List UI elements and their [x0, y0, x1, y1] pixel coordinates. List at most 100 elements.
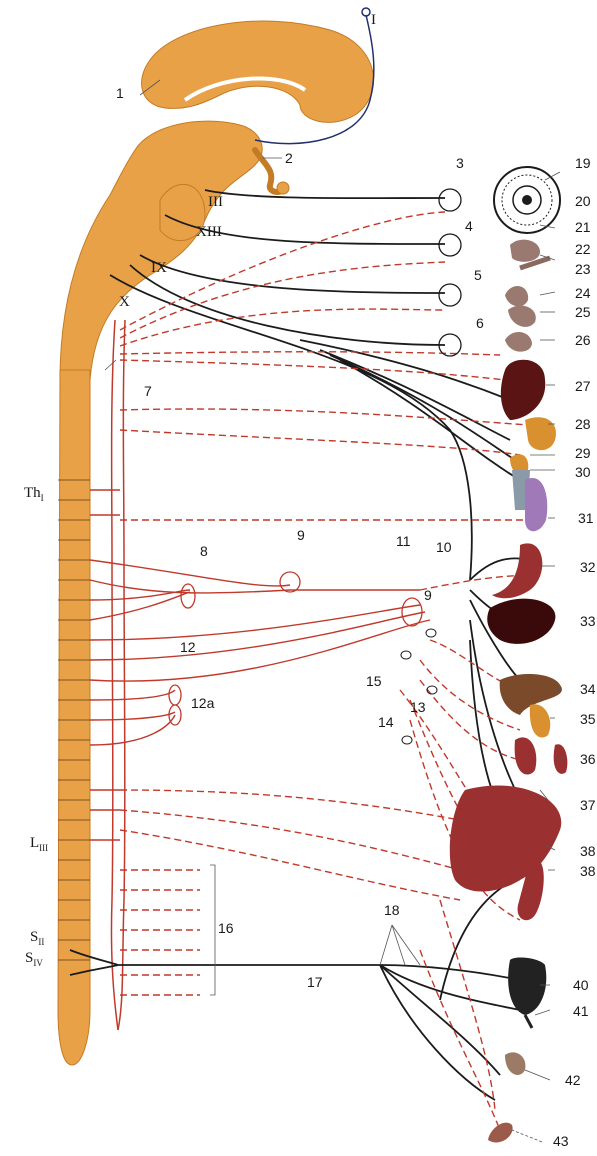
label-26: 26 [575, 332, 591, 348]
label-18: 18 [384, 902, 400, 918]
label-cn-XIII: XIII [196, 224, 222, 240]
label-cn-IX: IX [151, 260, 167, 276]
lungs [525, 478, 547, 531]
label-28: 28 [575, 416, 591, 432]
cerebral-hemisphere [142, 21, 374, 122]
label-29: 29 [575, 445, 591, 461]
stomach [492, 543, 542, 598]
brainstem [60, 121, 262, 380]
genital-organ [488, 1123, 513, 1143]
label-9b: 9 [424, 587, 432, 603]
sublingual-gland [505, 332, 532, 352]
label-38: 38 [580, 843, 596, 859]
cn-IX-fiber [140, 255, 445, 293]
label-21: 21 [575, 219, 591, 235]
otic-ganglion [439, 284, 461, 306]
bladder [508, 958, 546, 1015]
label-20: 20 [575, 193, 591, 209]
label-3: 3 [456, 155, 464, 171]
label-14: 14 [378, 714, 394, 730]
label-s4: SIV [25, 950, 43, 968]
label-42: 42 [565, 1072, 581, 1088]
label-23: 23 [575, 261, 591, 277]
kidney-right [554, 744, 568, 774]
aorticorenal-ganglion [169, 685, 181, 705]
label-11: 11 [396, 533, 411, 549]
spinal-cord [58, 370, 90, 1065]
pelvic-branch-3 [380, 965, 500, 1075]
ciliary-ganglion [439, 189, 461, 211]
label-2: 2 [285, 150, 293, 166]
label-5: 5 [474, 267, 482, 283]
central-nervous-system [58, 8, 374, 1065]
larynx [525, 417, 556, 450]
label-40: 40 [573, 977, 589, 993]
solid-preganglionic [90, 490, 430, 840]
label-25: 25 [575, 304, 591, 320]
label-27: 27 [575, 378, 591, 394]
celiac-ganglion [181, 584, 195, 608]
ganglion-9 [280, 572, 300, 592]
sympathetic-trunk-right [118, 320, 125, 1030]
label-9: 9 [297, 527, 305, 543]
label-s2: SII [30, 929, 44, 947]
ganglion-11 [402, 598, 422, 626]
label-43: 43 [553, 1133, 569, 1149]
label-24: 24 [575, 285, 591, 301]
gallbladder [530, 704, 551, 737]
lacrimal-gland [510, 240, 540, 262]
dashed-postganglionic [120, 212, 540, 1130]
label-8: 8 [200, 543, 208, 559]
label-cn-III: III [208, 194, 223, 210]
pituitary-gland [277, 182, 289, 194]
label-17: 17 [307, 974, 323, 990]
label-13: 13 [410, 699, 426, 715]
label-7: 7 [144, 383, 152, 399]
label-35: 35 [580, 711, 596, 727]
label-cn-X: X [119, 294, 130, 310]
parasympathetic-fibers [70, 190, 540, 1100]
label-15: 15 [366, 673, 382, 689]
label-6: 6 [476, 315, 484, 331]
label-37: 37 [580, 797, 596, 813]
parotid-gland [505, 286, 528, 306]
prostate [505, 1052, 525, 1075]
pelvic-branch-4 [380, 965, 495, 1100]
cn-III-fiber [205, 190, 445, 198]
label-19: 19 [575, 155, 591, 171]
organs [450, 167, 568, 1142]
heart [501, 360, 545, 420]
label-l3: LIII [30, 835, 48, 853]
label-34: 34 [580, 681, 596, 697]
urethra [525, 1015, 532, 1028]
label-22: 22 [575, 241, 591, 257]
submandibular-gland [508, 306, 536, 327]
sympathetic-trunk [111, 320, 118, 1030]
label-1: 1 [116, 85, 124, 101]
label-30: 30 [575, 464, 591, 480]
small-ganglia [401, 629, 437, 744]
label-36: 36 [580, 751, 596, 767]
small-intestine [450, 786, 561, 892]
label-12: 12 [180, 639, 196, 655]
vagus-branch-bronchi [340, 360, 520, 480]
label-4: 4 [465, 218, 473, 234]
label-16: 16 [218, 920, 234, 936]
label-33: 33 [580, 613, 596, 629]
label-cn-I: I [371, 12, 376, 28]
label-41: 41 [573, 1003, 589, 1019]
vagus-nerve [110, 275, 472, 580]
label-31: 31 [578, 510, 594, 526]
liver [487, 599, 555, 644]
label-th1: ThI [24, 485, 44, 503]
kidney-left [515, 737, 537, 774]
label-32: 32 [580, 559, 596, 575]
cn-XI-fiber [130, 265, 445, 345]
label-10: 10 [436, 539, 452, 555]
olfactory-bulb [362, 8, 370, 16]
ganglia [439, 189, 461, 356]
label-38b: 38 [580, 863, 596, 879]
pterygopalatine-ganglion [439, 234, 461, 256]
label-12a: 12a [191, 695, 215, 711]
